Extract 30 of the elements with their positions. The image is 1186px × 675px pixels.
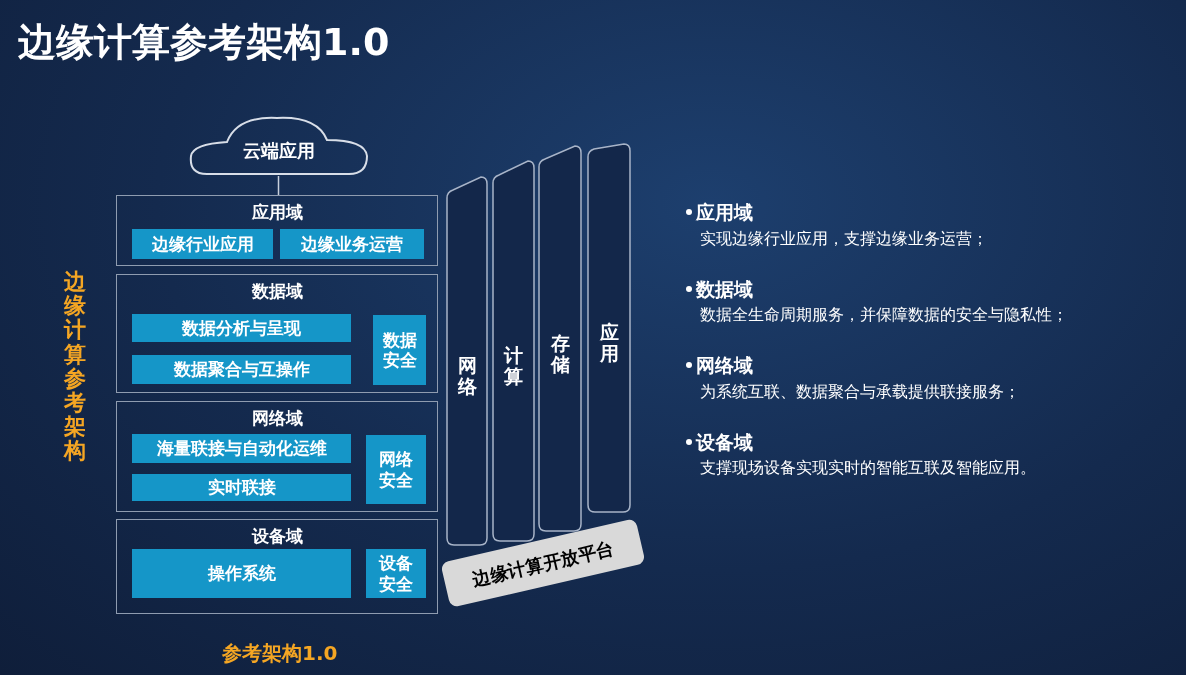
function-box: 操作系统 (132, 549, 351, 598)
domain-description: 支撑现场设备实现实时的智能互联及智能应用。 (700, 457, 1037, 479)
function-box: 数据分析与呈现 (132, 314, 351, 342)
vertical-label: 边缘计算参考架构 (64, 270, 86, 464)
domain-description: 为系统互联、数据聚合与承载提供联接服务； (700, 380, 1021, 403)
domain-heading: 网络域 (696, 353, 753, 378)
function-box: 海量联接与自动化运维 (132, 434, 351, 463)
function-box: 边缘行业应用 (132, 229, 273, 259)
connector-line (277, 175, 280, 196)
page-title: 边缘计算参考架构1.0 (18, 19, 390, 66)
diagram-caption: 参考架构1.0 (222, 640, 338, 667)
column-box: 存储 (538, 145, 582, 532)
domain-box: 数据域 数据分析与呈现 数据聚合与互操作 数据安全 (116, 274, 438, 393)
domain-heading: 设备域 (696, 429, 753, 455)
domain-box: 设备域 操作系统 设备安全 (116, 519, 438, 614)
function-box: 边缘业务运营 (280, 229, 424, 259)
column-box: 应用 (587, 143, 631, 513)
security-box: 网络安全 (366, 435, 426, 504)
security-box: 数据安全 (373, 315, 426, 385)
column-box: 网络 (446, 176, 488, 546)
domain-heading: 数据域 (696, 276, 753, 302)
domain-description: 数据全生命周期服务，并保障数据的安全与隐私性； (700, 304, 1069, 326)
column-box: 计算 (492, 160, 535, 542)
function-box: 数据聚合与互操作 (132, 355, 351, 384)
domain-description: 实现边缘行业应用，支撑边缘业务运营； (700, 227, 989, 250)
function-box: 实时联接 (132, 474, 351, 501)
domain-box: 网络域 海量联接与自动化运维 实时联接 网络安全 (116, 401, 438, 512)
security-box: 设备安全 (366, 549, 426, 598)
domain-heading: 应用域 (696, 200, 753, 225)
domain-box: 应用域 边缘行业应用 边缘业务运营 (116, 195, 438, 266)
